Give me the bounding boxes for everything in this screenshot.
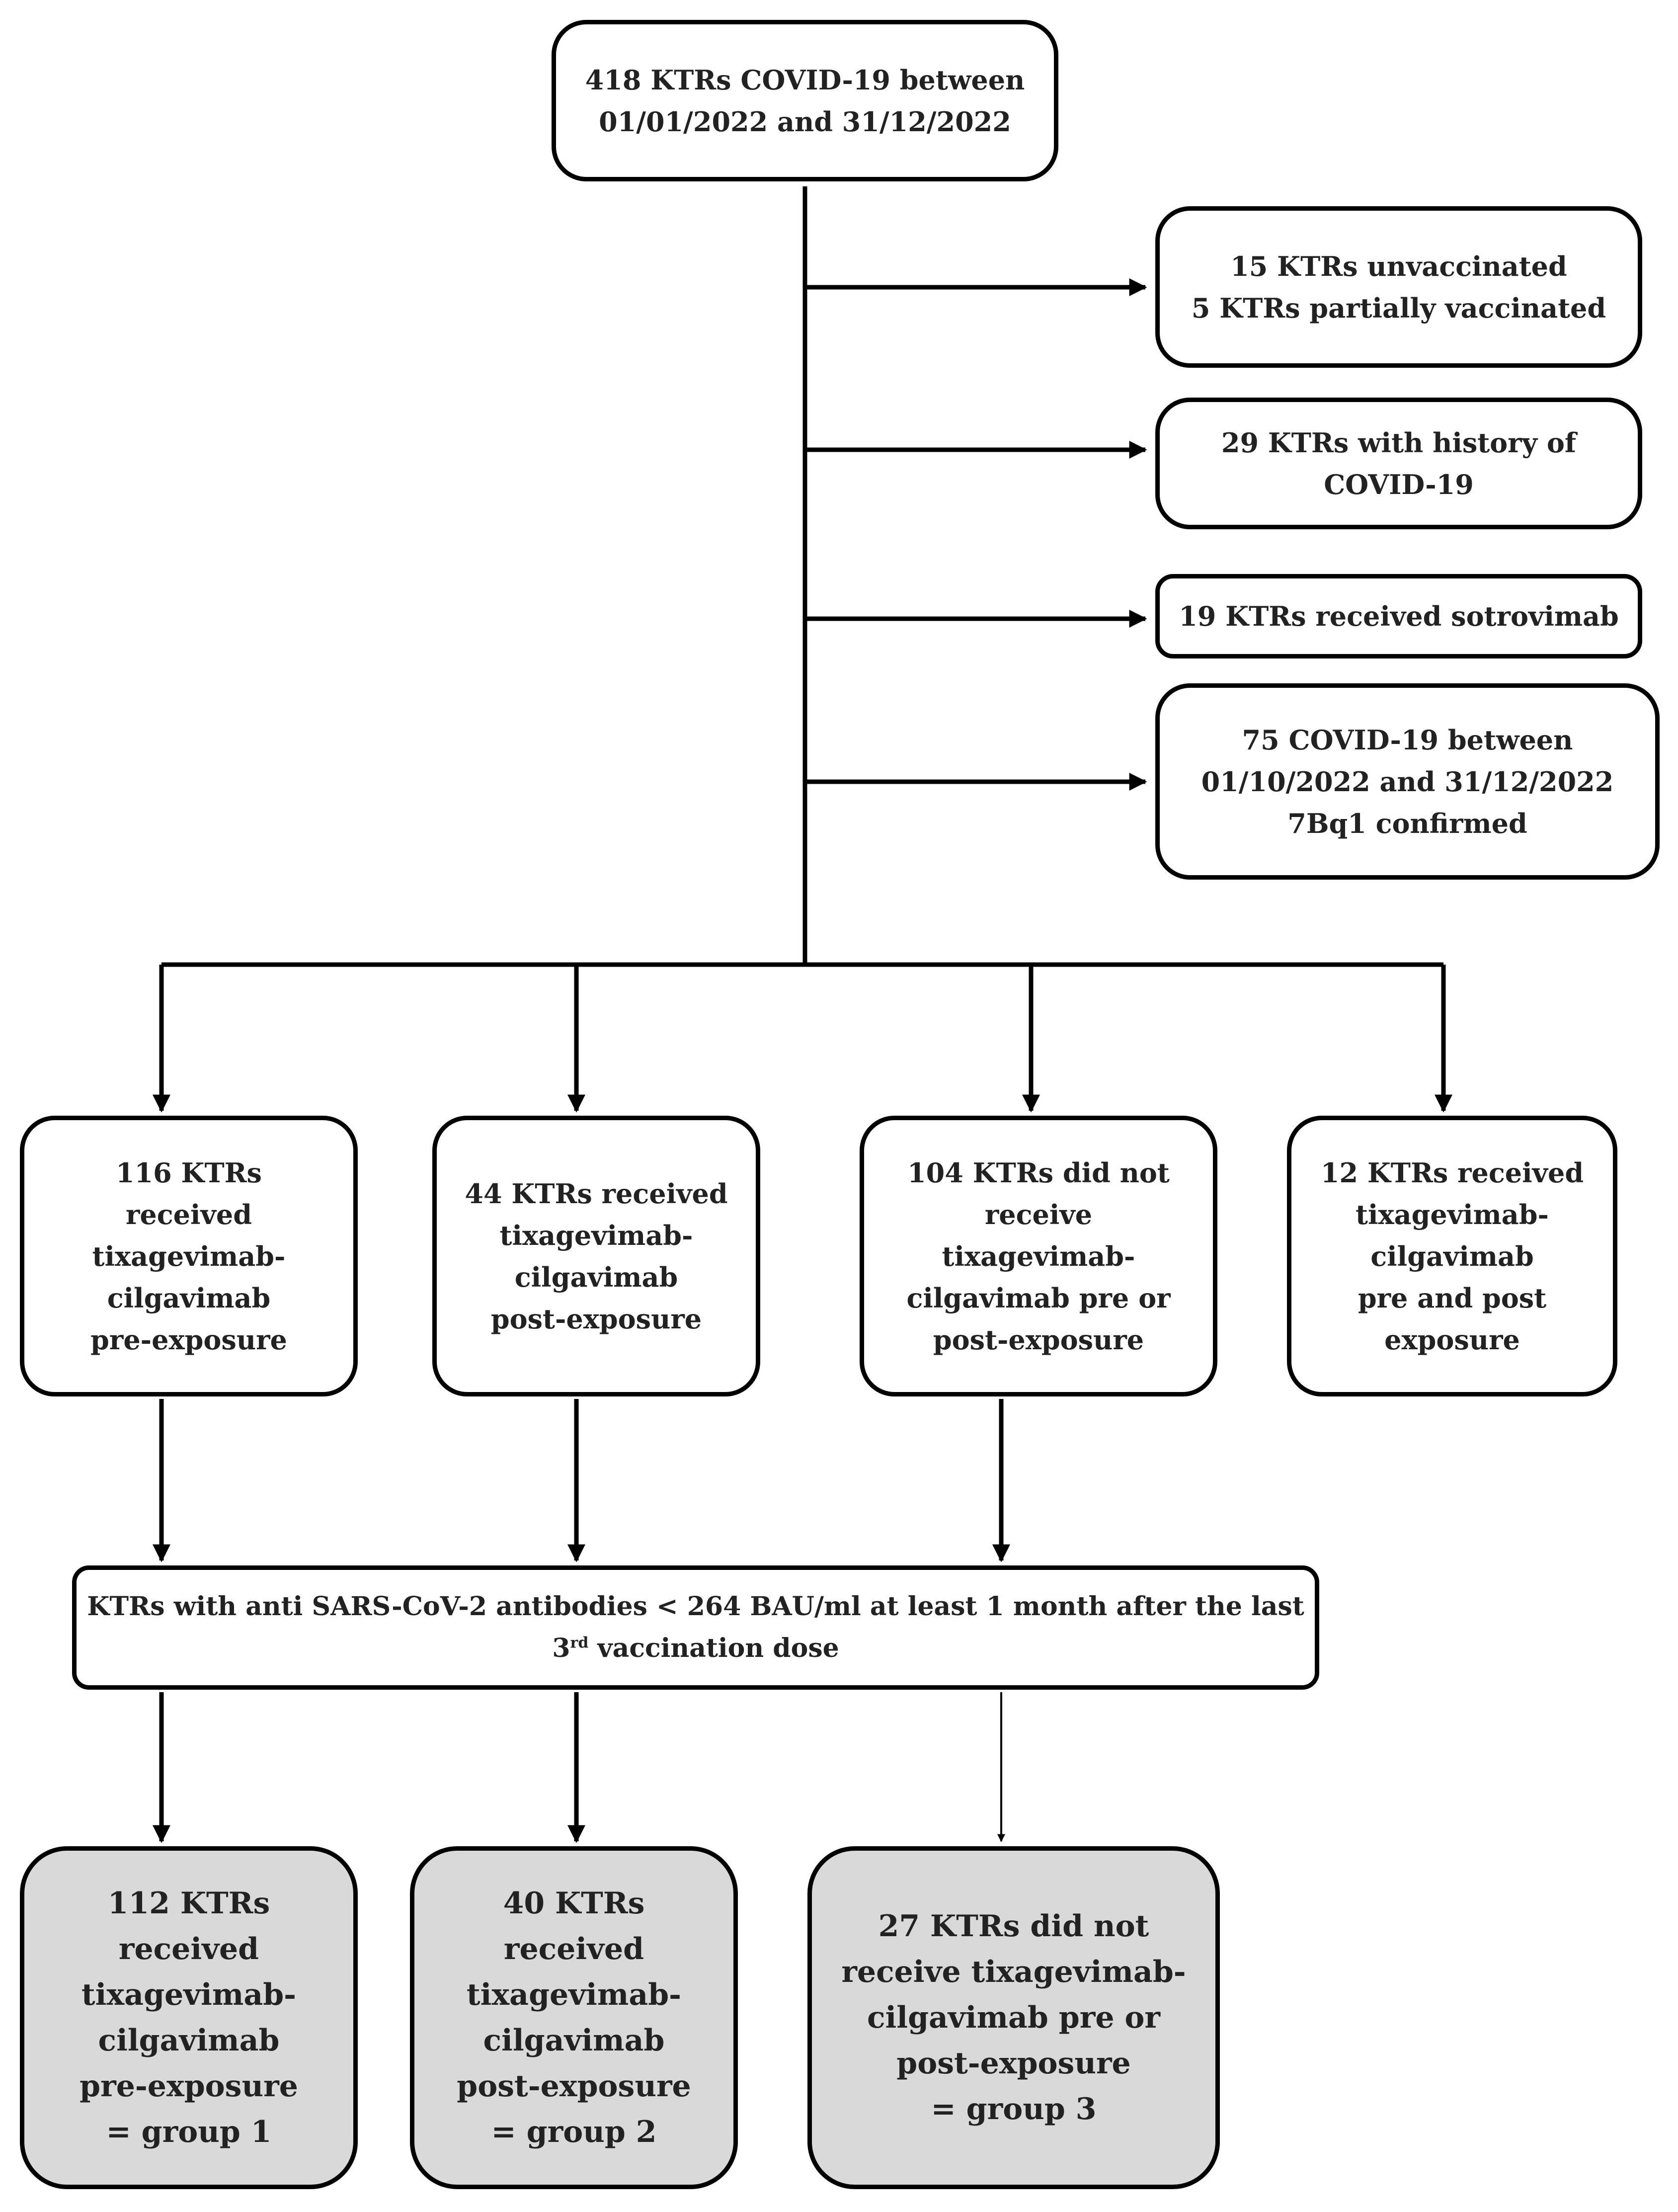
criterion-dose-number: 3 (552, 1633, 570, 1663)
exclusion-box-vaccination: 15 KTRs unvaccinated 5 KTRs partially va… (1155, 206, 1642, 368)
branch-line: cilgavimab pre or (906, 1282, 1171, 1314)
branch-line: tixagevimab- (499, 1219, 693, 1251)
group-box-2: 40 KTRs received tixagevimab- cilgavimab… (410, 1846, 738, 2189)
exclusion-line: 29 KTRs with history of (1221, 426, 1577, 459)
group-line: receive tixagevimab- (841, 1955, 1186, 1989)
group-line: received (118, 1932, 259, 1966)
start-line: 418 KTRs COVID-19 between (585, 64, 1025, 96)
branch-line: post-exposure (490, 1303, 702, 1335)
branch-line: pre-exposure (90, 1323, 287, 1356)
branch-line: post-exposure (933, 1323, 1144, 1356)
branch-line: 12 KTRs received (1320, 1156, 1584, 1189)
exclusion-box-history: 29 KTRs with history of COVID-19 (1155, 398, 1642, 529)
start-box: 418 KTRs COVID-19 between 01/01/2022 and… (552, 20, 1058, 181)
exclusion-box-sotrovimab: 19 KTRs received sotrovimab (1155, 574, 1642, 658)
criterion-line: KTRs with anti SARS-CoV-2 antibodies < 2… (87, 1591, 1304, 1622)
branch-line: exposure (1384, 1323, 1520, 1356)
criterion-dose-text: vaccination dose (588, 1633, 839, 1663)
branch-box-post-exposure: 44 KTRs received tixagevimab- cilgavimab… (432, 1116, 760, 1396)
group-line: cilgavimab (483, 2023, 665, 2058)
branch-line: cilgavimab (107, 1282, 271, 1314)
criterion-line: 3rd vaccination dose (552, 1628, 839, 1669)
branch-line: cilgavimab (514, 1261, 678, 1293)
branch-line: tixagevimab- (1356, 1198, 1549, 1230)
group-line: post-exposure (896, 2046, 1131, 2081)
group-line: cilgavimab (98, 2023, 280, 2058)
group-line: 112 KTRs (107, 1886, 270, 1921)
exclusion-line: 75 COVID-19 between (1242, 724, 1573, 756)
branch-box-no-treatment: 104 KTRs did not receive tixagevimab- ci… (860, 1116, 1217, 1396)
group-line: pre-exposure (80, 2069, 298, 2104)
group-line: = group 1 (106, 2115, 272, 2149)
group-line: received (503, 1932, 644, 1966)
branch-line: tixagevimab- (942, 1240, 1135, 1272)
exclusion-line: 01/10/2022 and 31/12/2022 (1201, 765, 1614, 798)
branch-line: cilgavimab (1370, 1240, 1534, 1272)
group-line: cilgavimab pre or (867, 2000, 1161, 2035)
group-line: tixagevimab- (466, 1977, 682, 2012)
exclusion-line: COVID-19 (1324, 468, 1474, 500)
group-line: = group 2 (491, 2115, 657, 2149)
exclusion-line: 5 KTRs partially vaccinated (1191, 292, 1606, 324)
branch-line: 44 KTRs received (465, 1177, 728, 1210)
exclusion-line: 19 KTRs received sotrovimab (1179, 600, 1619, 632)
group-line: 40 KTRs (503, 1886, 645, 1921)
group-line: = group 3 (931, 2092, 1097, 2127)
exclusion-box-variant: 75 COVID-19 between 01/10/2022 and 31/12… (1155, 683, 1660, 880)
branch-line: tixagevimab- (92, 1240, 286, 1272)
branch-line: pre and post (1358, 1282, 1547, 1314)
criterion-box: KTRs with anti SARS-CoV-2 antibodies < 2… (72, 1565, 1319, 1690)
group-line: 27 KTRs did not (878, 1909, 1149, 1944)
criterion-dose-ordinal: rd (570, 1634, 589, 1652)
branch-box-pre-exposure: 116 KTRs received tixagevimab- cilgavima… (20, 1116, 358, 1396)
group-line: tixagevimab- (81, 1977, 297, 2012)
group-line: post-exposure (457, 2069, 691, 2104)
exclusion-line: 15 KTRs unvaccinated (1230, 250, 1567, 282)
group-box-3: 27 KTRs did not receive tixagevimab- cil… (807, 1846, 1220, 2189)
branch-line: 104 KTRs did not (907, 1156, 1170, 1189)
group-box-1: 112 KTRs received tixagevimab- cilgavima… (20, 1846, 358, 2189)
start-line: 01/01/2022 and 31/12/2022 (599, 105, 1011, 138)
branch-line: received (125, 1198, 252, 1230)
branch-line: receive (984, 1198, 1093, 1230)
branch-line: 116 KTRs (116, 1156, 262, 1189)
exclusion-line: 7Bq1 confirmed (1287, 807, 1527, 839)
branch-box-pre-and-post: 12 KTRs received tixagevimab- cilgavimab… (1287, 1116, 1617, 1396)
